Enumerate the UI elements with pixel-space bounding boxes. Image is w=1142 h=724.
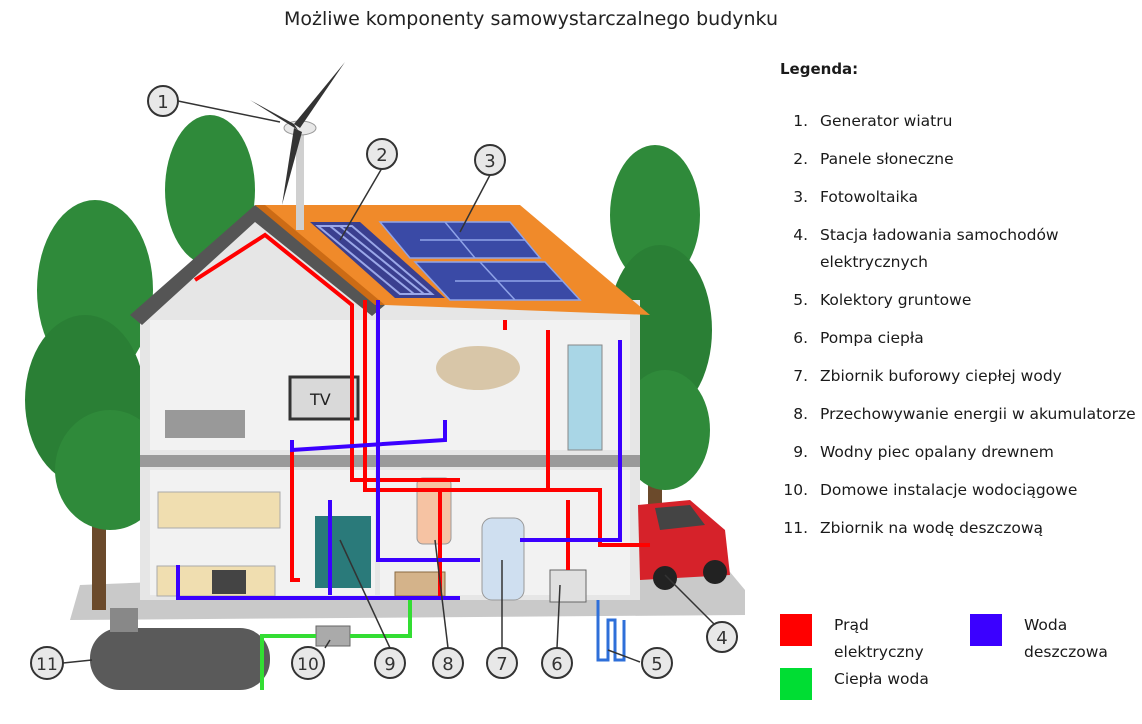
callout-8-label: 8 bbox=[442, 654, 453, 675]
legend-text: Fotowoltaika bbox=[820, 188, 918, 206]
legend-text: Wodny piec opalany drewnem bbox=[820, 443, 1054, 461]
legend-number: 2. bbox=[793, 150, 808, 168]
tv-label: TV bbox=[309, 390, 331, 409]
legend-item: 9. Wodny piec opalany drewnem bbox=[780, 439, 1140, 466]
legend-text: Kolektory gruntowe bbox=[820, 291, 972, 309]
legend-heading: Legenda: bbox=[780, 60, 859, 78]
callout-11: 11 bbox=[30, 646, 64, 680]
callout-6-label: 6 bbox=[551, 654, 562, 675]
callout-2-label: 2 bbox=[376, 145, 387, 166]
legend-list: 1. Generator wiatru 2. Panele słoneczne 3.… bbox=[780, 108, 1140, 542]
battery-storage bbox=[416, 477, 452, 545]
key-rainwater-label: Woda deszczowa bbox=[1024, 616, 1108, 661]
heat-pump bbox=[549, 569, 587, 603]
legend-text: Stacja ładowania samochodów elektrycznyc… bbox=[820, 226, 1059, 271]
legend-item: 1. Generator wiatru bbox=[780, 108, 1140, 135]
legend-number: 10. bbox=[783, 481, 808, 499]
callout-10-label: 10 bbox=[297, 655, 319, 675]
legend: Legenda: 1. Generator wiatru 2. Panele sło… bbox=[780, 60, 1140, 553]
key-electricity: Prąd elektryczny bbox=[780, 612, 944, 666]
legend-item: 6. Pompa ciepła bbox=[780, 325, 1140, 352]
legend-item: 7. Zbiornik buforowy ciepłej wody bbox=[780, 363, 1140, 390]
callout-10: 10 bbox=[291, 646, 325, 680]
legend-number: 1. bbox=[793, 112, 808, 130]
callout-8: 8 bbox=[432, 647, 464, 679]
legend-text: Panele słoneczne bbox=[820, 150, 954, 168]
callout-6: 6 bbox=[541, 647, 573, 679]
house-diagram: TV bbox=[25, 62, 745, 690]
photovoltaic-panels bbox=[378, 221, 582, 301]
warm-water-line bbox=[260, 600, 412, 690]
legend-text: Zbiornik buforowy ciepłej wody bbox=[820, 367, 1062, 385]
legend-number: 7. bbox=[793, 367, 808, 385]
diagram-title: Możliwe komponenty samowystarczalnego bu… bbox=[283, 8, 779, 30]
ground-collectors bbox=[596, 600, 626, 662]
key-electricity-swatch bbox=[780, 614, 812, 646]
buffer-tank bbox=[481, 517, 525, 601]
legend-text: Przechowywanie energii w akumulatorze bbox=[820, 405, 1136, 423]
legend-text: Generator wiatru bbox=[820, 112, 953, 130]
callout-9-label: 9 bbox=[384, 654, 395, 675]
legend-item: 11. Zbiornik na wodę deszczową bbox=[780, 515, 1140, 542]
callout-7: 7 bbox=[486, 647, 518, 679]
callout-11-label: 11 bbox=[36, 655, 58, 675]
callout-5-label: 5 bbox=[651, 654, 662, 675]
sofa bbox=[165, 410, 245, 438]
legend-item: 8. Przechowywanie energii w akumulatorze bbox=[780, 401, 1140, 428]
key-warm-water-label: Ciepła woda bbox=[834, 670, 929, 688]
key-warm-water-swatch bbox=[780, 668, 812, 700]
legend-number: 9. bbox=[793, 443, 808, 461]
legend-item: 2. Panele słoneczne bbox=[780, 146, 1140, 173]
legend-text: Pompa ciepła bbox=[820, 329, 924, 347]
bathroom-mirror bbox=[436, 346, 520, 390]
legend-number: 4. bbox=[793, 226, 808, 244]
legend-number: 3. bbox=[793, 188, 808, 206]
stove bbox=[315, 516, 371, 588]
wind-turbine bbox=[250, 62, 345, 230]
callout-leaders bbox=[177, 100, 723, 663]
rainwater-lines bbox=[176, 300, 622, 600]
callout-5: 5 bbox=[641, 647, 673, 679]
callout-7-label: 7 bbox=[496, 654, 507, 675]
tree-left bbox=[25, 115, 255, 610]
callout-3: 3 bbox=[474, 144, 506, 176]
legend-number: 8. bbox=[793, 405, 808, 423]
callout-4-label: 4 bbox=[716, 628, 727, 649]
shower bbox=[567, 344, 603, 451]
legend-number: 5. bbox=[793, 291, 808, 309]
callout-3-label: 3 bbox=[484, 151, 495, 172]
tv bbox=[288, 375, 360, 421]
callout-1: 1 bbox=[147, 85, 179, 117]
key-electricity-label: Prąd elektryczny bbox=[834, 616, 924, 661]
legend-text: Domowe instalacje wodociągowe bbox=[820, 481, 1078, 499]
legend-number: 11. bbox=[783, 519, 808, 537]
callout-2: 2 bbox=[366, 138, 398, 170]
legend-item: 4. Stacja ładowania samochodów elektryczn… bbox=[780, 222, 1140, 276]
oven bbox=[212, 570, 246, 594]
radiator bbox=[394, 571, 446, 597]
legend-number: 6. bbox=[793, 329, 808, 347]
kitchen-cabinets bbox=[157, 491, 281, 529]
water-installation-box bbox=[315, 625, 351, 647]
electric-lines bbox=[193, 232, 650, 600]
key-warm-water: Ciepła woda bbox=[780, 666, 944, 700]
callout-1-label: 1 bbox=[157, 92, 168, 113]
callout-11-leader bbox=[62, 659, 93, 664]
solar-panels bbox=[310, 222, 445, 298]
key-rainwater: Woda deszczowa bbox=[970, 612, 1124, 666]
rainwater-tank bbox=[90, 608, 270, 690]
legend-text: Zbiornik na wodę deszczową bbox=[820, 519, 1043, 537]
electric-car bbox=[638, 500, 730, 590]
legend-item: 10. Domowe instalacje wodociągowe bbox=[780, 477, 1140, 504]
legend-item: 5. Kolektory gruntowe bbox=[780, 287, 1140, 314]
callout-4: 4 bbox=[706, 621, 738, 653]
key-rainwater-swatch bbox=[970, 614, 1002, 646]
legend-item: 3. Fotowoltaika bbox=[780, 184, 1140, 211]
callout-9: 9 bbox=[374, 647, 406, 679]
